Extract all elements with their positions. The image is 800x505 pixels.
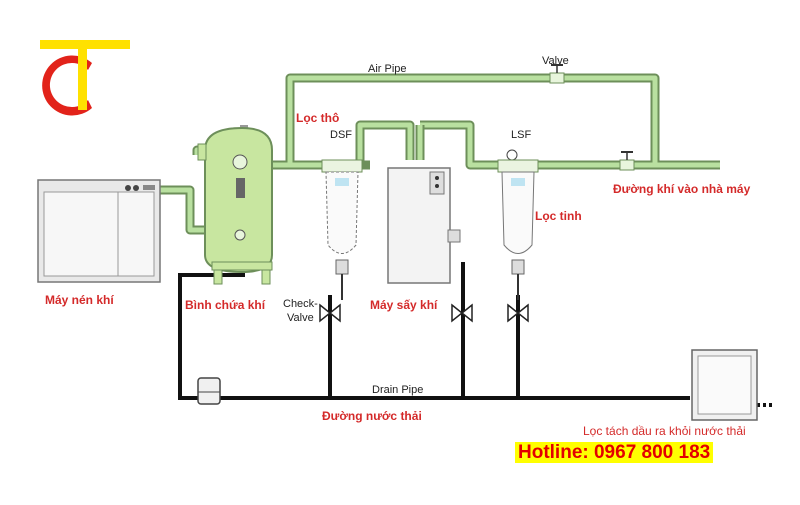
valve-label: Valve [542, 55, 569, 67]
drain-trap [197, 377, 221, 405]
air-dryer [387, 167, 461, 284]
hotline-label: Hotline: 0967 800 183 [515, 442, 714, 463]
air-pipe-label: Air Pipe [368, 63, 407, 75]
brand-logo [40, 40, 130, 116]
binh-chua-khi-label: Bình chứa khí [185, 298, 266, 312]
air-compressor [37, 179, 161, 283]
loc-tach-dau-label: Lọc tách dầu ra khỏi nước thải [583, 424, 746, 438]
may-nen-khi-label: Máy nén khí [45, 293, 114, 307]
loc-tinh-label: Lọc tinh [535, 209, 582, 223]
valve2-label: Valve [287, 312, 314, 324]
duong-khi-label: Đường khí vào nhà máy [613, 182, 751, 196]
dsf-label: DSF [330, 129, 352, 141]
check-valves [319, 303, 529, 323]
top-valve [549, 64, 565, 84]
check-label: Check- [283, 298, 318, 310]
may-say-khi-label: Máy sấy khí [370, 298, 438, 312]
loc-tho-label: Lọc thô [296, 111, 340, 125]
outlet-valve [619, 151, 635, 171]
oil-water-separator [691, 349, 758, 421]
pre-filter-dsf [321, 159, 363, 300]
line-filter-lsf [497, 149, 539, 300]
duong-nuoc-thai-label: Đường nước thải [322, 409, 422, 423]
lsf-label: LSF [511, 129, 532, 141]
air-receiver-tank [197, 125, 273, 285]
drain-pipe-label: Drain Pipe [372, 384, 424, 396]
